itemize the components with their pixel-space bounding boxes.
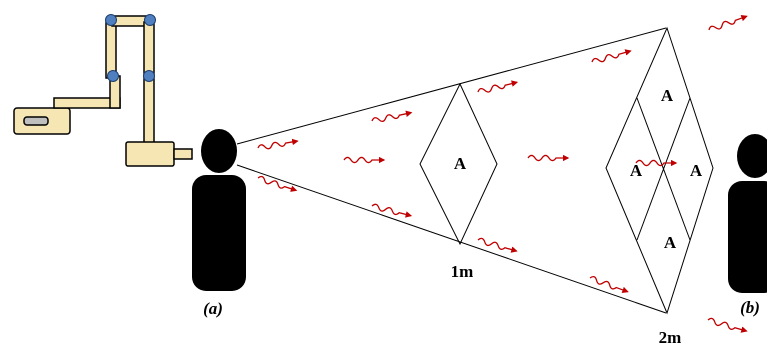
- person-head: [201, 129, 237, 173]
- area-2m: [605, 26, 714, 315]
- beam-cone: [236, 27, 667, 314]
- person-silhouette-icon: [192, 129, 246, 291]
- radiation-waves: [257, 15, 748, 333]
- joint-icon: [105, 14, 117, 26]
- joint-icons: [105, 14, 156, 82]
- distance-label-2m: 2m: [659, 328, 682, 345]
- joint-icon: [107, 70, 119, 82]
- person-body: [192, 175, 246, 291]
- control-display: [23, 116, 49, 126]
- wavy-arrow-icon: [589, 276, 629, 293]
- beam-edge-top: [236, 27, 667, 145]
- panel-label-a: (a): [203, 299, 223, 318]
- tube-head: [125, 141, 175, 167]
- joint-icon: [144, 14, 156, 26]
- wavy-arrow-icon: [477, 80, 519, 93]
- person-silhouette-icon: [728, 134, 767, 293]
- wavy-arrow-icon: [635, 159, 678, 167]
- wavy-arrow-icon: [527, 154, 570, 162]
- wavy-arrow-icon: [371, 203, 413, 218]
- person-head: [737, 134, 767, 178]
- area-label-2m-bottom: A: [664, 233, 677, 252]
- wavy-arrow-icon: [257, 175, 298, 192]
- x-ray-arm-icon: [13, 15, 193, 167]
- area-label-2m-top: A: [661, 86, 674, 105]
- area-label-2m-right: A: [690, 161, 703, 180]
- arm-segment: [105, 21, 117, 79]
- panel-label-b: (b): [740, 298, 760, 317]
- wavy-arrow-icon: [707, 317, 748, 333]
- wavy-arrow-icon: [708, 15, 748, 31]
- area-1m: [419, 82, 498, 246]
- area-label-1m: A: [454, 154, 467, 173]
- area-label-2m-left: A: [630, 161, 643, 180]
- joint-icon: [143, 70, 155, 82]
- distance-label-1m: 1m: [451, 262, 474, 281]
- wavy-arrow-icon: [343, 156, 386, 164]
- wavy-arrow-icon: [371, 110, 413, 122]
- area-2m-divider: [636, 97, 691, 241]
- wavy-arrow-icon: [477, 237, 518, 253]
- person-body: [728, 181, 767, 293]
- wavy-arrow-icon: [591, 49, 632, 63]
- wavy-arrow-icon: [257, 138, 299, 150]
- collimator: [173, 148, 193, 160]
- beam-edge-bottom: [236, 164, 667, 314]
- arm-segment: [143, 75, 155, 147]
- arm-segment: [143, 21, 155, 77]
- area-2m-outline: [605, 26, 714, 315]
